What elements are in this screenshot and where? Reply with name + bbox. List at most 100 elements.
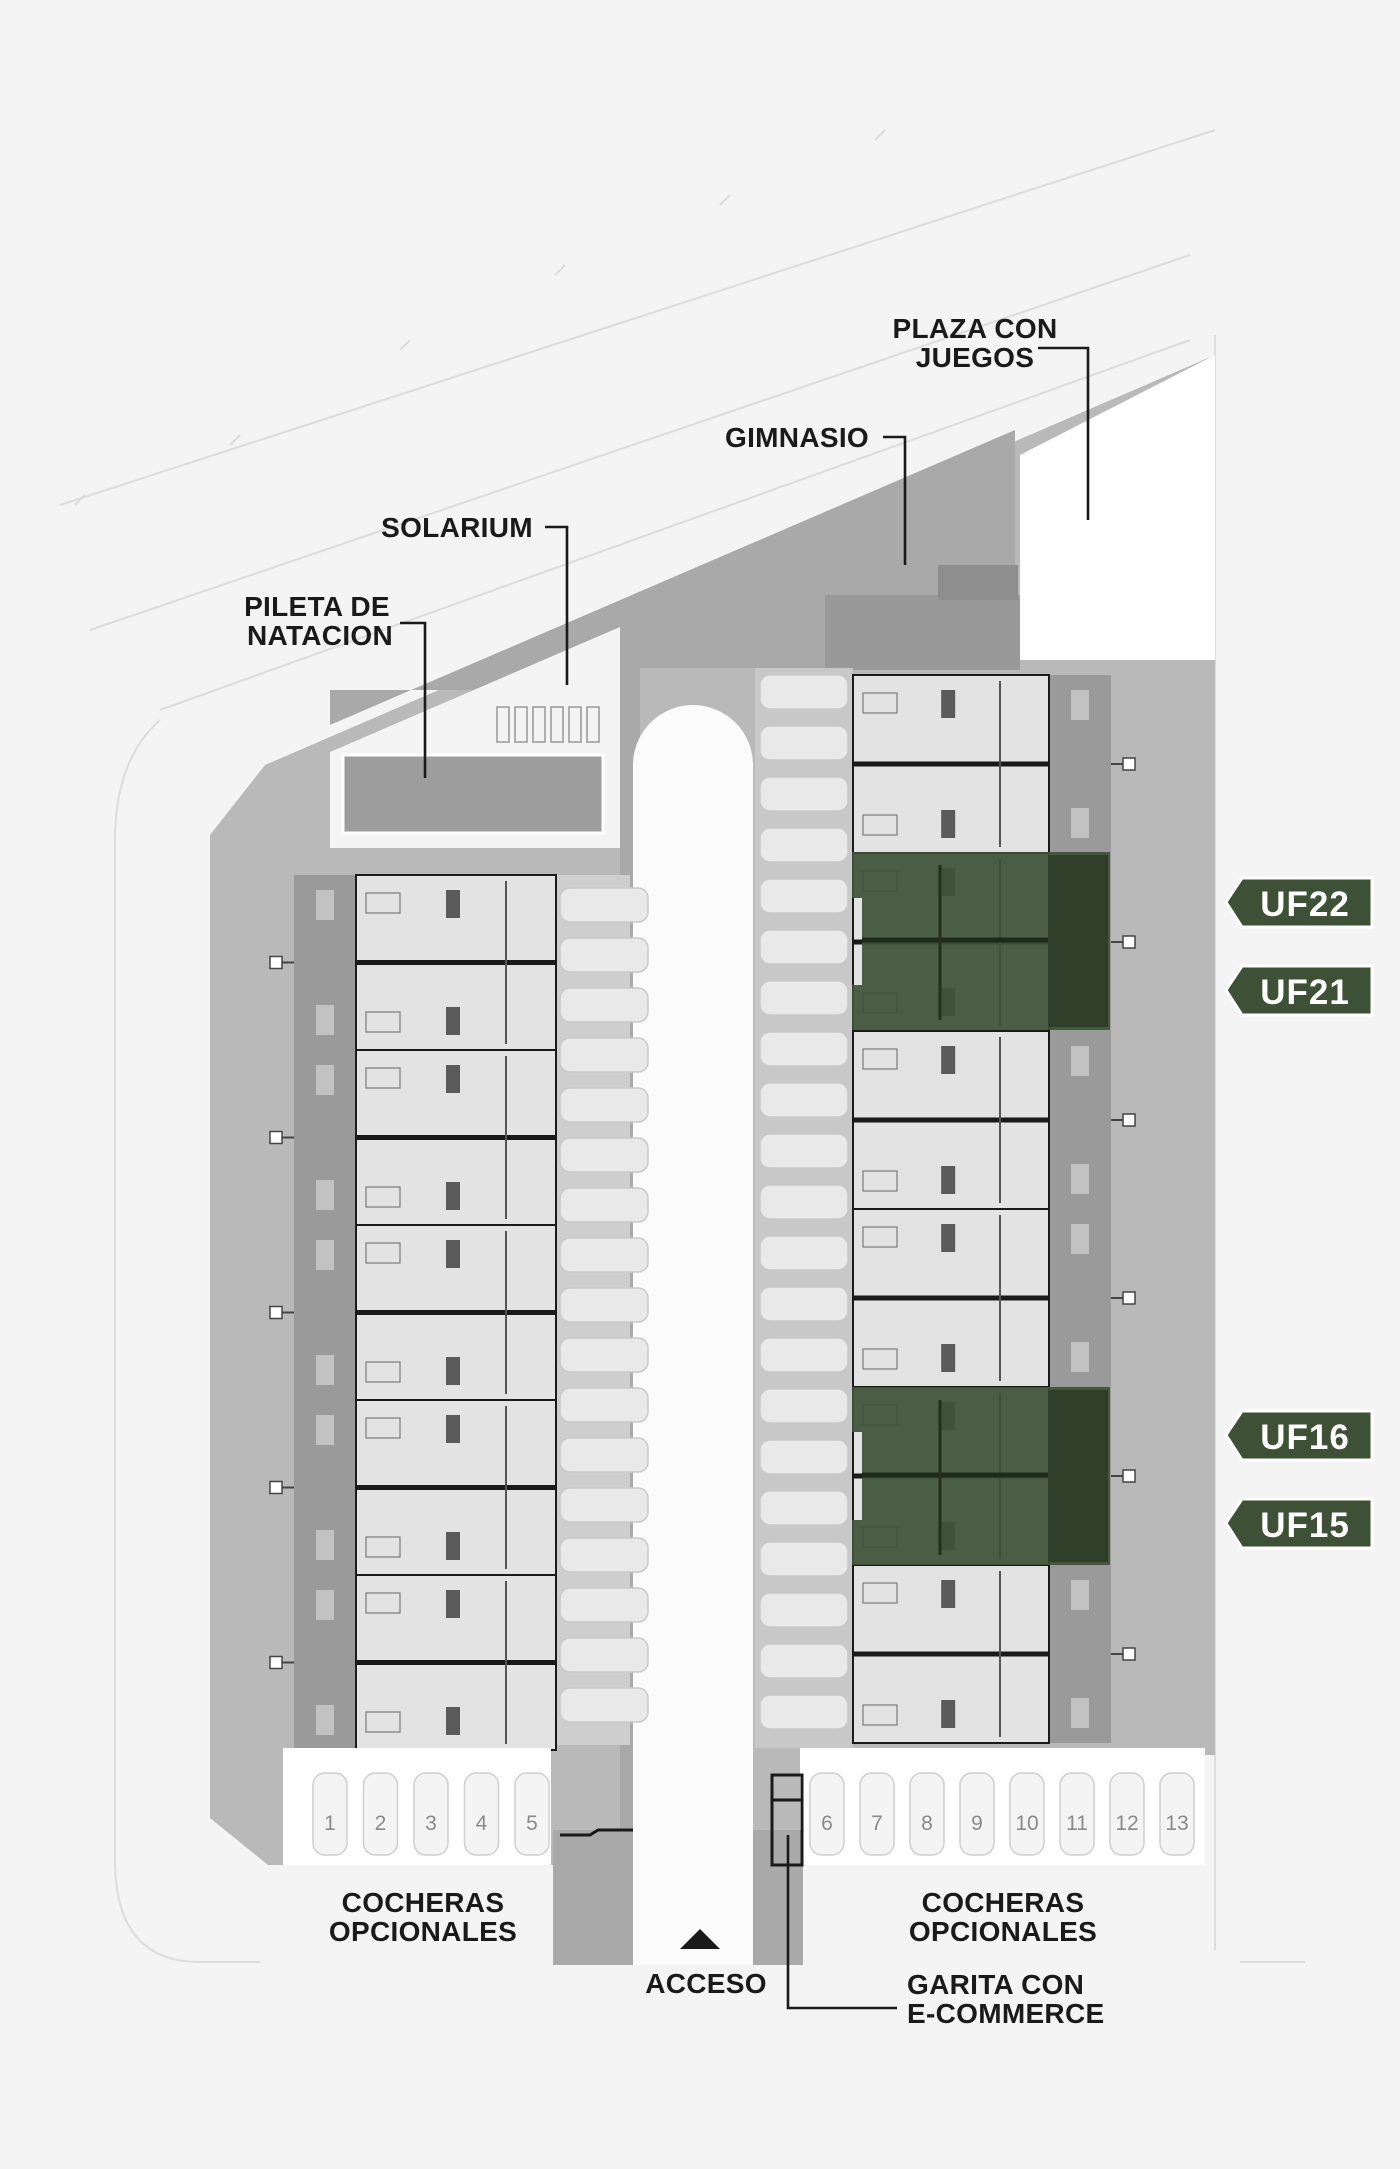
parked-car [559,1437,649,1473]
sofa [365,1361,401,1383]
label-pileta-line1: PILETA DE [244,591,390,622]
meter-box [269,1130,283,1145]
entrance-lane-left [553,1830,633,1965]
parked-car [559,1587,649,1623]
entrance-lane-right [753,1830,803,1965]
leader-plaza [1038,346,1090,520]
stall-number: 10 [1015,1812,1038,1835]
parked-car [759,674,849,710]
leader-garita [786,1835,897,2010]
parked-car [759,1490,849,1526]
dining-table [941,1224,956,1252]
parked-car [559,887,649,923]
dining-table [446,1007,460,1035]
leader-gimnasio [883,435,907,565]
plaza-area [1020,355,1215,660]
parked-car [559,1387,649,1423]
sofa [862,1048,898,1070]
uf-tag-label: UF21 [1260,973,1350,1012]
sofa [862,692,898,714]
stall-number: 8 [921,1812,933,1835]
parked-car [759,1439,849,1475]
leader-solarium [545,525,569,685]
label-cocheras-right-line2: OPCIONALES [909,1916,1097,1947]
stall-number: 9 [971,1812,983,1835]
parked-car [759,878,849,914]
parked-car [559,937,649,973]
highlight-uf16-uf15 [852,1387,1110,1565]
dining-table [941,1700,956,1728]
label-plaza-line2: JUEGOS [916,342,1035,373]
parked-car [759,1235,849,1271]
uf-tag-label: UF22 [1260,885,1350,924]
boundary-wall [560,1828,633,1837]
garden-table [316,1005,334,1035]
parked-car [559,1237,649,1273]
meter-box [1122,1291,1136,1305]
parked-car [559,1037,649,1073]
parking-stall [362,1772,399,1856]
garden-table [316,1065,334,1095]
garden-table [316,1415,334,1445]
dining-table [941,1580,956,1608]
meter-box [269,1305,283,1320]
garden-table [316,1590,334,1620]
parked-car [559,1187,649,1223]
garden-table [1071,1164,1089,1194]
parked-car [559,1637,649,1673]
sofa [365,1536,401,1558]
uf-tag-uf21[interactable]: UF21 [1224,964,1374,1017]
sofa [862,1170,898,1192]
stall-number: 6 [821,1812,833,1835]
meter-box [1122,757,1136,771]
sofa [365,1417,401,1439]
sofa [862,1582,898,1604]
housing-rows-left [269,874,557,1751]
dining-table [446,1707,460,1735]
parking-stall [413,1772,449,1856]
parking-stall [1159,1772,1195,1856]
stall-number: 13 [1165,1812,1188,1835]
meter-box [269,955,283,970]
stall-number: 7 [871,1812,883,1835]
dining-table [941,1046,956,1074]
parked-car [759,1694,849,1730]
parked-car [559,1287,649,1323]
gym-annex [938,565,1018,600]
parked-car [759,1082,849,1118]
garden-table [1071,1342,1089,1372]
parked-car [559,1337,649,1373]
pool [341,753,605,835]
parking-stall [1059,1772,1095,1856]
parking-stall [514,1772,550,1856]
uf-tag-uf15[interactable]: UF15 [1224,1497,1374,1550]
sofa [365,892,401,914]
label-cocheras-left-line1: COCHERAS [342,1887,505,1918]
parked-car [759,980,849,1016]
dining-table [446,1590,460,1618]
label-acceso: ACCESO [645,1968,767,1999]
sofa [862,1226,898,1248]
sun-loungers [496,706,600,743]
uf-tag-uf22[interactable]: UF22 [1224,876,1374,929]
label-gimnasio: GIMNASIO [725,422,869,453]
parked-car [759,1031,849,1067]
parked-car [759,1388,849,1424]
dining-table [446,1357,460,1385]
label-solarium: SOLARIUM [381,512,533,543]
parked-car [559,1137,649,1173]
sofa [862,1704,898,1726]
parked-car [759,1337,849,1373]
central-driveway [633,705,753,1865]
dining-table [446,1532,460,1560]
parked-car [759,827,849,863]
dining-table [941,810,956,838]
uf-tag-label: UF15 [1260,1506,1350,1545]
leader-pileta [400,621,427,778]
dining-table [446,1240,460,1268]
sofa [862,814,898,836]
uf-tag-uf16[interactable]: UF16 [1224,1409,1374,1462]
parked-car [759,1643,849,1679]
